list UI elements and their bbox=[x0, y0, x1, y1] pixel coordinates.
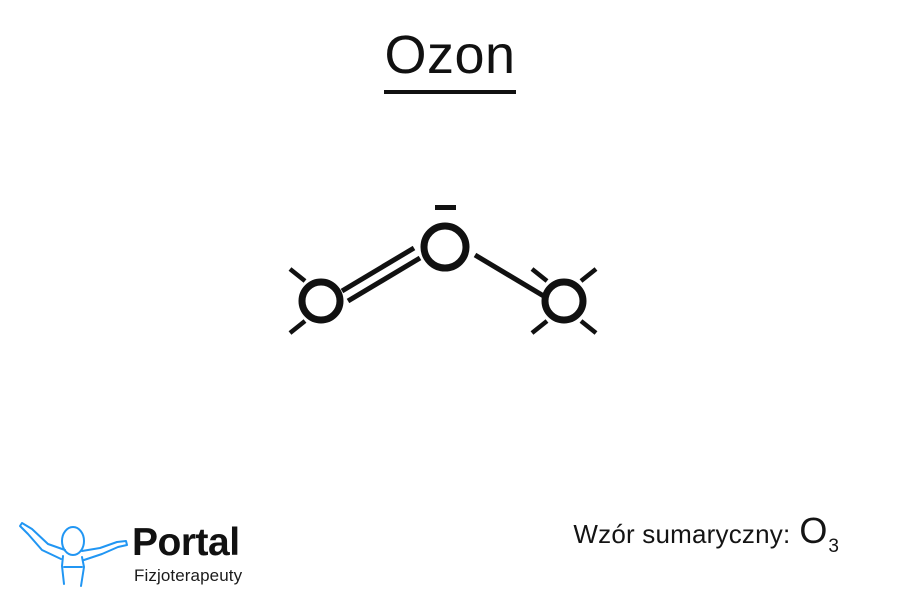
molecular-formula-label: Wzór sumaryczny: bbox=[573, 519, 791, 549]
lone-pairs-o-right bbox=[530, 267, 598, 335]
atom-o-center bbox=[420, 222, 470, 272]
lewis-structure-svg bbox=[288, 205, 598, 335]
brand-name-primary: Portal bbox=[132, 520, 240, 564]
page-title-text: Ozon bbox=[384, 28, 516, 94]
bond-left-double-bond bbox=[340, 245, 422, 304]
page-title: Ozon bbox=[0, 28, 900, 94]
lone-pairs-o-left bbox=[288, 267, 307, 335]
formula-element-symbol: O bbox=[799, 510, 828, 551]
molecule-diagram bbox=[270, 185, 630, 355]
brand-name-secondary: Fizjoterapeuty bbox=[134, 565, 243, 585]
molecular-formula-value: O 3 bbox=[799, 510, 839, 558]
person-arms-raised-icon bbox=[19, 522, 128, 587]
molecular-formula: Wzór sumaryczny: O 3 bbox=[573, 510, 839, 558]
brand-logo-text: Portal Fizjoterapeuty bbox=[132, 523, 242, 584]
brand-logo: Portal Fizjoterapeuty bbox=[18, 514, 242, 592]
atom-o-left bbox=[298, 278, 344, 324]
formula-subscript: 3 bbox=[828, 536, 839, 557]
bond-right-single-bond bbox=[473, 252, 549, 301]
atom-o-right bbox=[541, 278, 587, 324]
charge-minus-icon bbox=[435, 205, 456, 210]
